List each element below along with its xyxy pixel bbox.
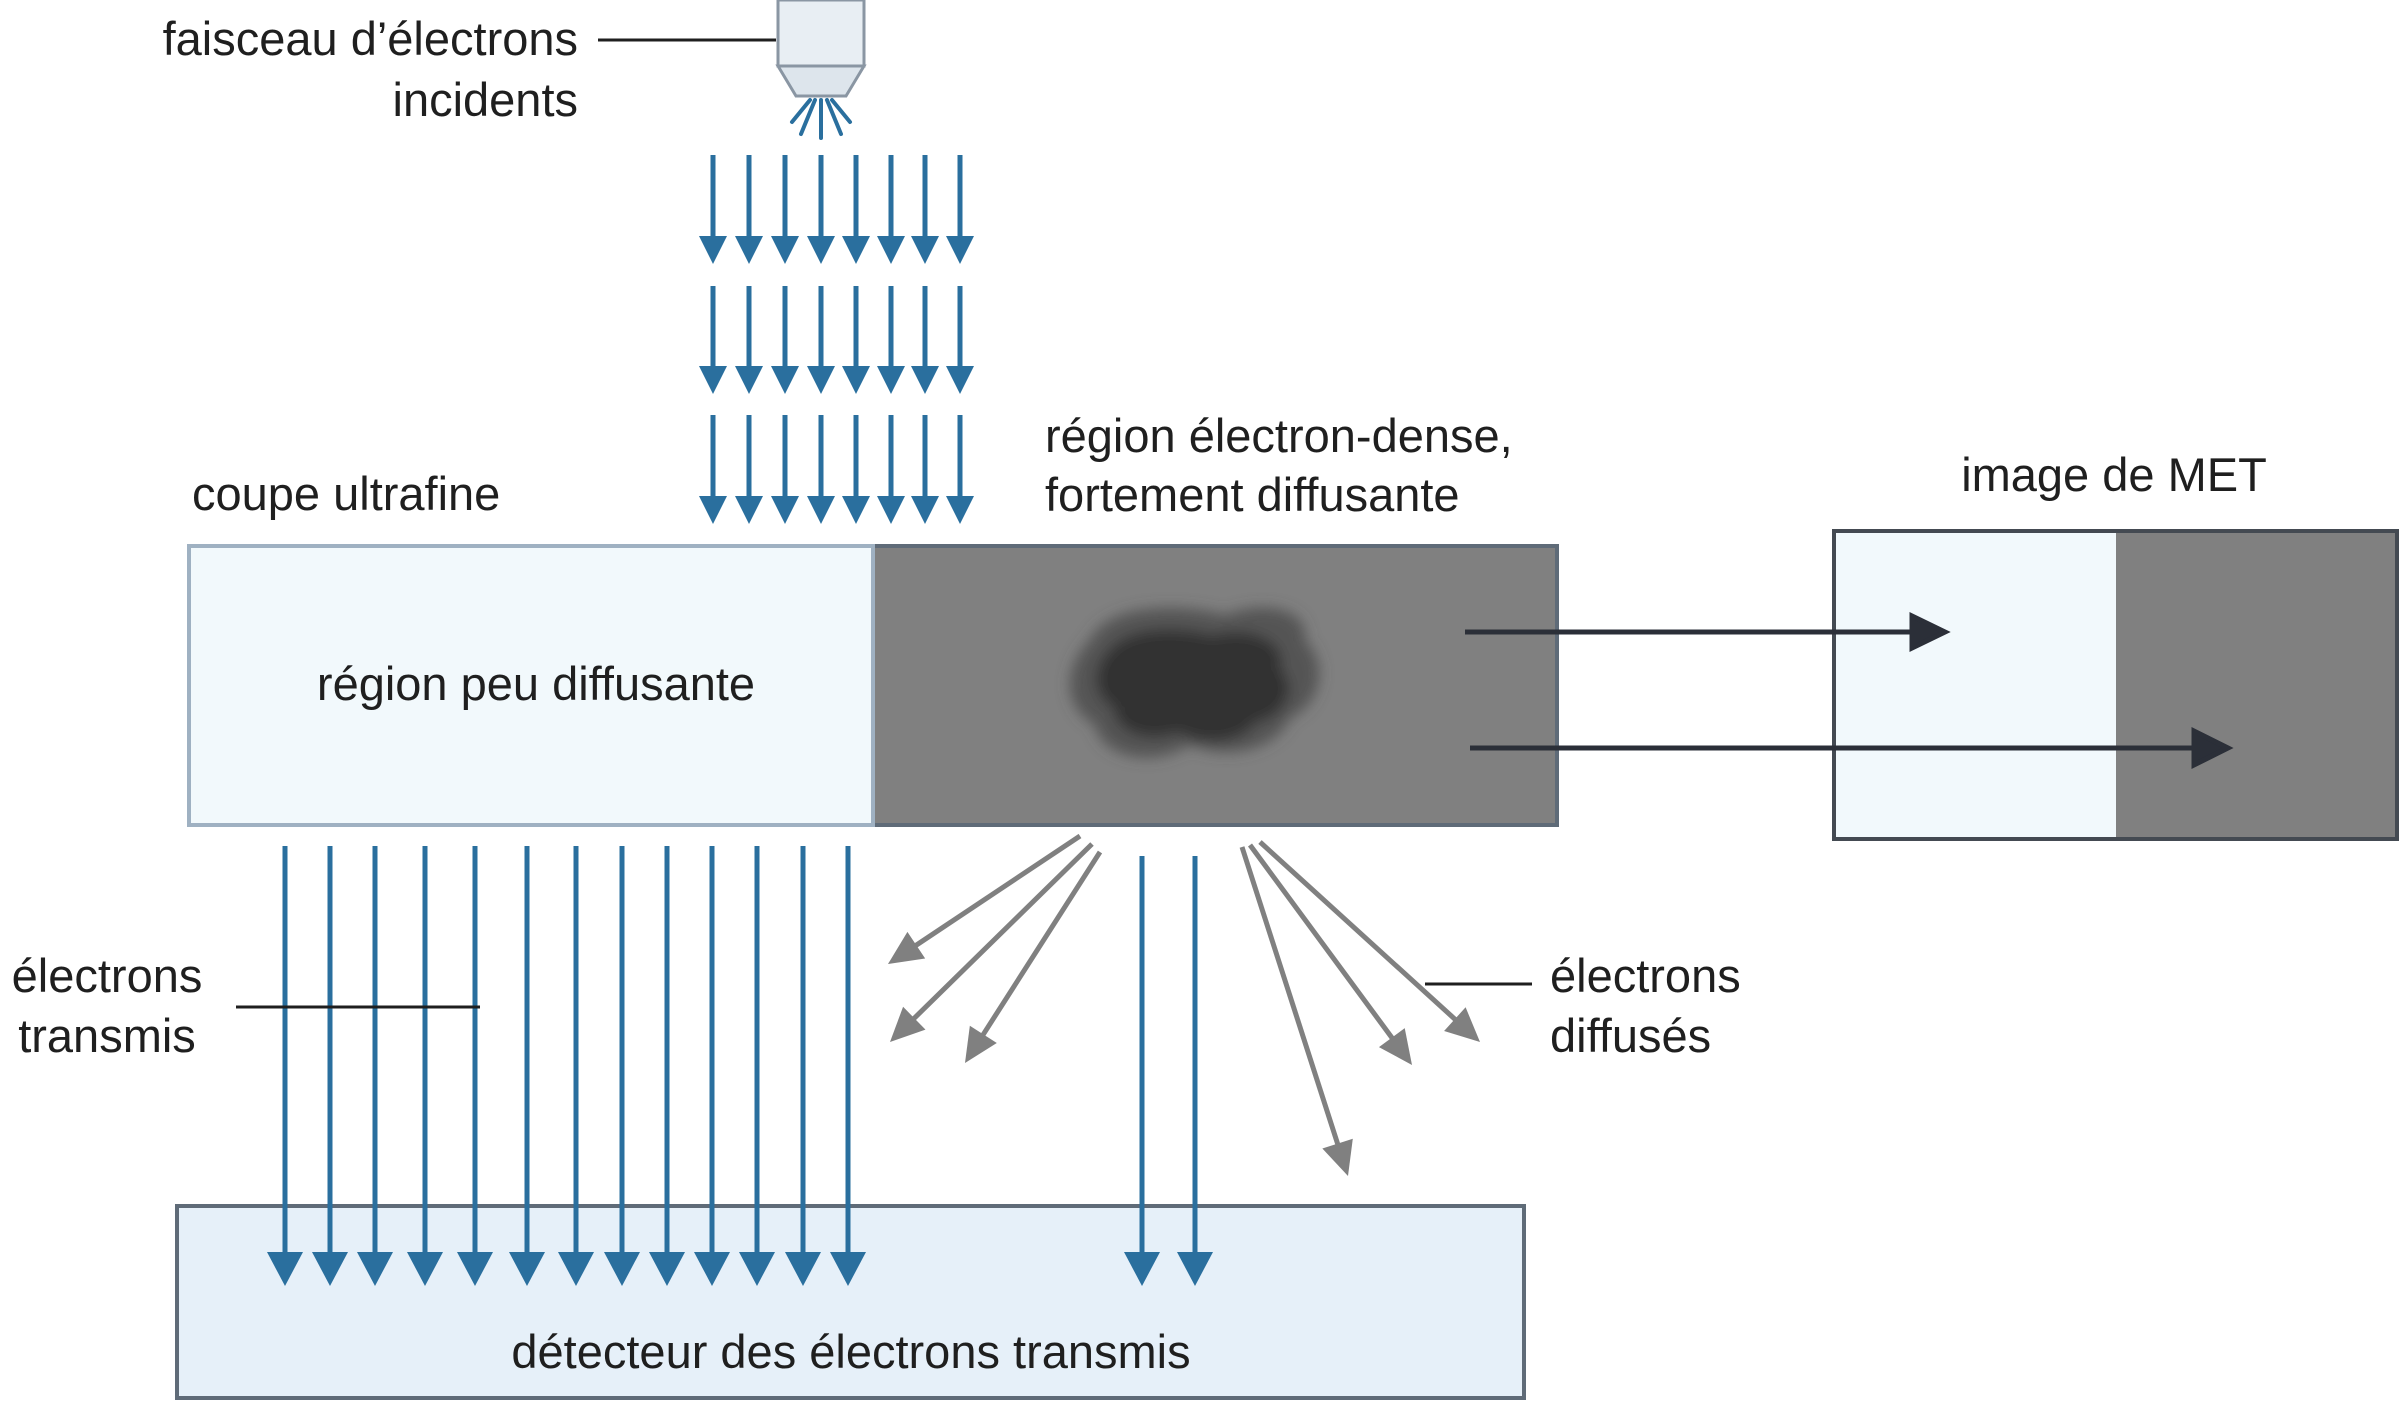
transmitted-arrow [1177,856,1213,1286]
dense-label-line1: région électron-dense, [1045,409,1513,462]
incident-arrow [842,286,870,394]
incident-arrow [877,155,905,264]
transmitted-arrow [649,846,685,1286]
transmitted-arrow [558,846,594,1286]
low-scatter-label: région peu diffusante [317,657,755,710]
incident-arrow [946,415,974,524]
transmitted-arrow [509,846,545,1286]
incident-arrow [699,155,727,264]
incident-arrow [735,286,763,394]
transmitted-arrow [407,846,443,1286]
section-label: coupe ultrafine [192,467,500,520]
low-scatter-region [189,546,873,825]
transmitted-arrow [357,846,393,1286]
dense-blot [1070,607,1320,758]
transmitted-label-line1: électrons [12,949,203,1002]
incident-arrow [807,155,835,264]
electron-source-icon [775,0,867,140]
incident-arrow [771,415,799,524]
transmitted-arrow [830,846,866,1286]
incident-arrow [911,286,939,394]
scattered-arrow [1258,840,1480,1042]
transmitted-electron-arrows [267,846,1213,1286]
incident-arrow [807,286,835,394]
incident-arrow [946,286,974,394]
incident-arrow [842,415,870,524]
scattered-arrow [888,833,1082,964]
incident-arrow [877,415,905,524]
incident-arrow [807,415,835,524]
incident-arrow [842,155,870,264]
transmitted-arrow [312,846,348,1286]
incident-arrow [699,415,727,524]
incident-arrow [877,286,905,394]
transmitted-arrow [457,846,493,1286]
transmitted-arrow [267,846,303,1286]
tem-image-label: image de MET [1961,448,2267,501]
scattered-electron-arrows [888,833,1480,1176]
projection-arrows [1465,612,2234,770]
incident-arrow [771,286,799,394]
tem-image-box [1832,529,2399,841]
transmitted-arrow [604,846,640,1286]
incident-arrow [911,415,939,524]
scattered-label-line1: électrons [1550,949,1741,1002]
incident-electron-arrows [699,155,974,524]
transmitted-arrow [1124,856,1160,1286]
incident-arrow [771,155,799,264]
transmitted-label-line2: transmis [18,1009,196,1062]
scattered-arrow [1239,846,1353,1176]
incident-arrow [735,155,763,264]
scattered-arrow [965,850,1103,1063]
incident-arrow [911,155,939,264]
scattered-arrow [890,842,1094,1042]
transmitted-arrow [739,846,775,1286]
beam-label-line2: incidents [393,73,579,126]
incident-arrow [946,155,974,264]
dense-label-line2: fortement diffusante [1045,468,1460,521]
ultrathin-section [187,544,1559,827]
beam-label-line1: faisceau d’électrons [163,12,578,65]
incident-arrow [735,415,763,524]
transmitted-arrow [694,846,730,1286]
scattered-arrow [1247,843,1412,1065]
incident-arrow [699,286,727,394]
scattered-label-line2: diffusés [1550,1009,1711,1062]
detector-label: détecteur des électrons transmis [511,1325,1190,1378]
transmitted-arrow [785,846,821,1286]
